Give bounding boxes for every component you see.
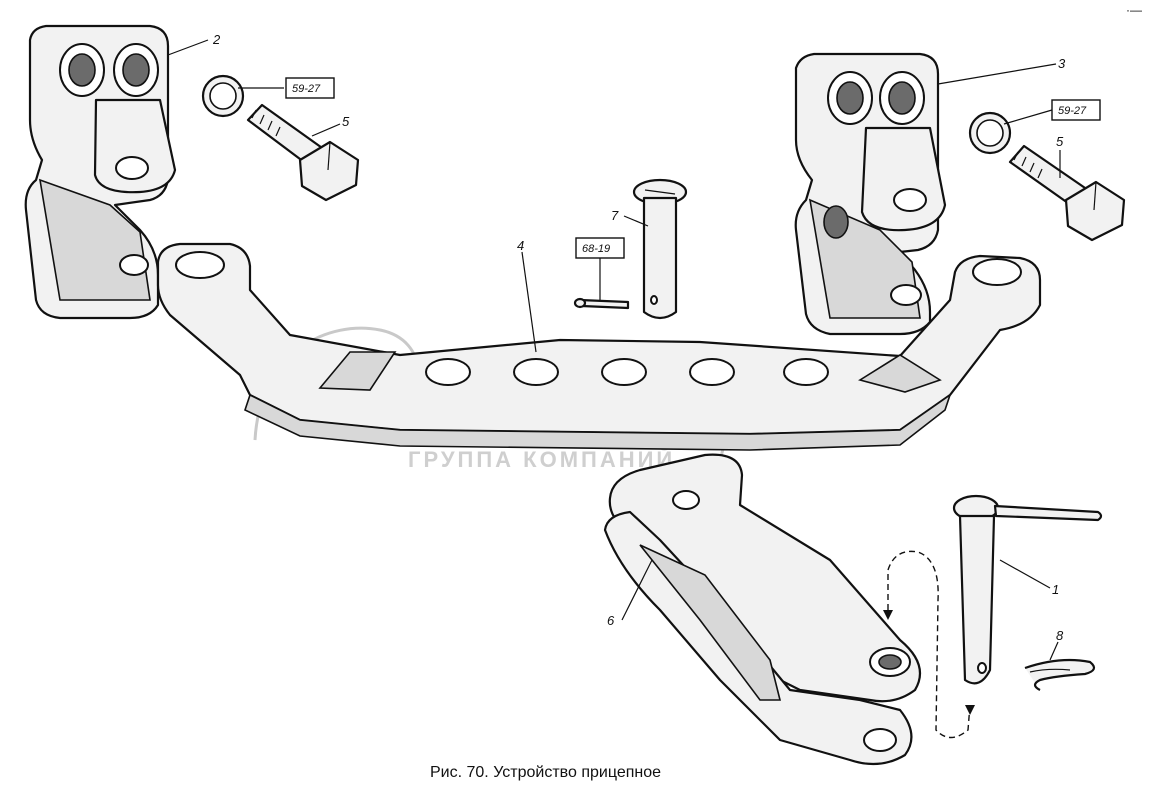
corner-mark: ·— bbox=[1126, 3, 1142, 17]
left-bracket-part bbox=[24, 24, 177, 320]
lock-ring-right bbox=[968, 111, 1012, 155]
callout-5-left: 5 bbox=[342, 114, 350, 129]
assembly-path bbox=[883, 550, 975, 739]
drawbar-part bbox=[603, 453, 922, 766]
callout-4: 4 bbox=[517, 238, 524, 253]
figure-caption: Рис. 70. Устройство прицепное bbox=[430, 764, 661, 781]
clevis-pin-part bbox=[632, 178, 688, 320]
reference-label-left: 59-27 bbox=[292, 83, 321, 95]
callout-3: 3 bbox=[1058, 56, 1066, 71]
cotter-pin-small-part bbox=[573, 297, 630, 310]
callout-5-right: 5 bbox=[1056, 134, 1064, 149]
callout-1: 1 bbox=[1052, 582, 1059, 597]
hitch-bar-part bbox=[156, 242, 1042, 451]
pin-with-handle-part bbox=[952, 494, 1103, 685]
lock-ring-left bbox=[201, 74, 245, 118]
spring-cotter-part bbox=[1024, 658, 1096, 691]
watermark-subtitle: ГРУППА КОМПАНИЙ bbox=[408, 447, 675, 472]
reference-label-cotter: 68-19 bbox=[582, 243, 610, 255]
callout-2: 2 bbox=[212, 32, 221, 47]
callout-6: 6 bbox=[607, 613, 615, 628]
callout-7: 7 bbox=[611, 208, 619, 223]
bolt-left-part bbox=[246, 103, 360, 202]
right-bracket-part bbox=[794, 52, 947, 336]
callout-8: 8 bbox=[1056, 628, 1064, 643]
bolt-right-part bbox=[1008, 144, 1126, 242]
reference-label-right: 59-27 bbox=[1058, 105, 1087, 117]
